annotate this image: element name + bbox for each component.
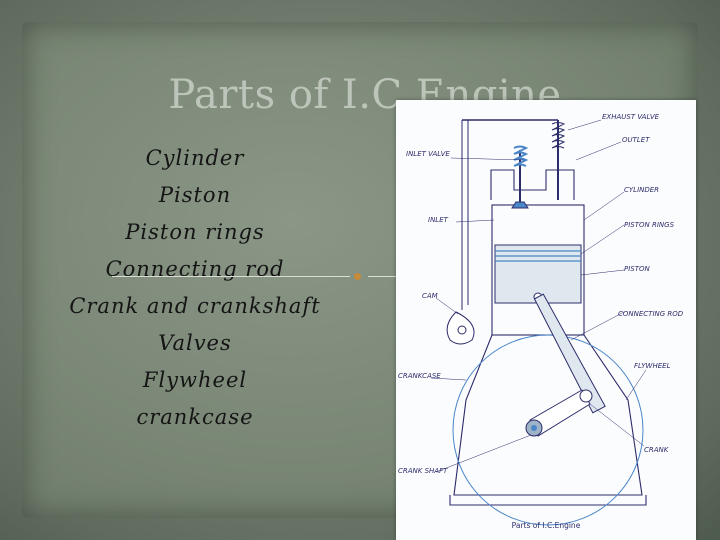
engine-diagram-svg: EXHAUST VALVE OUTLET INLET VALVE CYLINDE…: [398, 113, 684, 530]
label-piston-rings: PISTON RINGS: [624, 221, 675, 229]
label-piston: PISTON: [624, 265, 651, 273]
divider-dot: [354, 273, 361, 280]
label-crank-shaft: CRANK SHAFT: [398, 467, 448, 475]
label-inlet-valve: INLET VALVE: [406, 150, 450, 158]
list-item: Piston: [158, 183, 232, 207]
list-item: Crank and crankshaft: [69, 294, 321, 318]
label-cam: CAM: [422, 292, 438, 300]
cam-pin: [457, 325, 467, 335]
engine-outline: [449, 169, 647, 506]
valve-assembly: [461, 119, 566, 310]
leader-lines: [430, 119, 647, 473]
piston-shape: [494, 244, 582, 304]
list-item: Connecting rod: [105, 257, 285, 281]
divider-line: [368, 276, 398, 277]
flywheel-shape: [452, 334, 644, 526]
parts-list: Cylinder Piston Piston rings Connecting …: [40, 140, 350, 436]
label-connecting-rod: CONNECTING ROD: [618, 310, 684, 318]
divider-line: [112, 276, 350, 277]
diagram-caption: Parts of I.C.Engine: [512, 521, 581, 530]
label-crank: CRANK: [644, 446, 670, 454]
list-item: Cylinder: [145, 146, 245, 170]
label-flywheel: FLYWHEEL: [634, 362, 671, 370]
list-item: Flywheel: [142, 368, 248, 392]
label-crankcase: CRANKCASE: [398, 372, 441, 380]
label-exhaust-valve: EXHAUST VALVE: [602, 113, 660, 121]
engine-diagram: EXHAUST VALVE OUTLET INLET VALVE CYLINDE…: [396, 100, 696, 540]
connecting-rod-shape: [533, 293, 606, 414]
list-item: crankcase: [136, 405, 254, 429]
label-cylinder: CYLINDER: [624, 186, 659, 194]
label-outlet: OUTLET: [622, 136, 650, 144]
label-inlet: INLET: [428, 216, 449, 224]
list-item: Valves: [158, 331, 232, 355]
list-item: Piston rings: [125, 220, 265, 244]
